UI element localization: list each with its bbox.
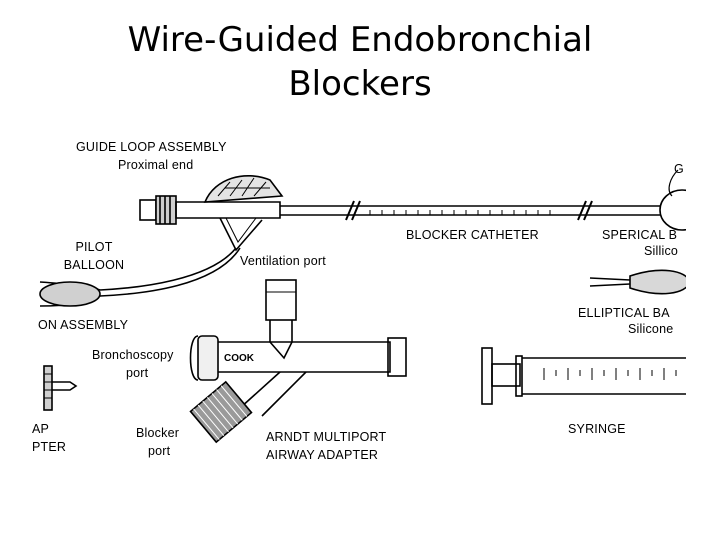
label-ventilation-port: Ventilation port: [240, 254, 326, 268]
slide-title-line1: Wire-Guided Endobronchial: [127, 20, 593, 60]
label-arndt-line2: AIRWAY ADAPTER: [266, 448, 379, 462]
elliptical-balloon: [589, 269, 686, 295]
guide-loop-assembly: [139, 175, 284, 252]
label-blocker: Blocker: [136, 426, 180, 440]
blocker-port: [189, 371, 307, 444]
label-arndt-line1: ARNDT MULTIPORT: [266, 430, 387, 444]
ventilation-port: [265, 279, 297, 342]
label-sperical-partial: SPERICAL B: [602, 228, 678, 242]
blocker-catheter: [280, 200, 660, 221]
label-syringe: SYRINGE: [568, 422, 626, 436]
label-pter-partial: PTER: [32, 440, 67, 454]
syringe: [481, 347, 686, 405]
multiport-adapter: [189, 335, 407, 381]
label-bronchoscopy: Bronchoscopy: [92, 348, 174, 362]
label-balloon: BALLOON: [63, 258, 125, 272]
label-g-partial: G: [674, 162, 684, 176]
pilot-balloon: [39, 247, 241, 307]
label-proximal-end: Proximal end: [118, 158, 194, 172]
cap-adapter-partial: [43, 365, 78, 411]
label-sillicone: Sillico: [644, 244, 679, 258]
slide-title-line2: Blockers: [288, 64, 432, 104]
label-silicone: Silicone: [628, 322, 674, 336]
label-on-assembly: ON ASSEMBLY: [38, 318, 129, 332]
spherical-balloon: [659, 169, 686, 231]
diagram-drawing: [39, 169, 686, 444]
label-ap-partial: AP: [32, 422, 50, 436]
label-bronchoscopy-port: port: [126, 366, 149, 380]
label-cook-brand: COOK: [224, 353, 254, 364]
label-blocker-catheter: BLOCKER CATHETER: [406, 228, 539, 242]
label-elliptical-partial: ELLIPTICAL BA: [578, 306, 670, 320]
device-diagram: GUIDE LOOP ASSEMBLY Proximal end G PILOT…: [30, 130, 686, 470]
label-pilot: PILOT: [75, 240, 113, 254]
label-guide-loop-assembly: GUIDE LOOP ASSEMBLY: [76, 140, 227, 154]
label-blocker-port: port: [148, 444, 171, 458]
slide-title: Wire-Guided Endobronchial Blockers: [0, 18, 720, 106]
